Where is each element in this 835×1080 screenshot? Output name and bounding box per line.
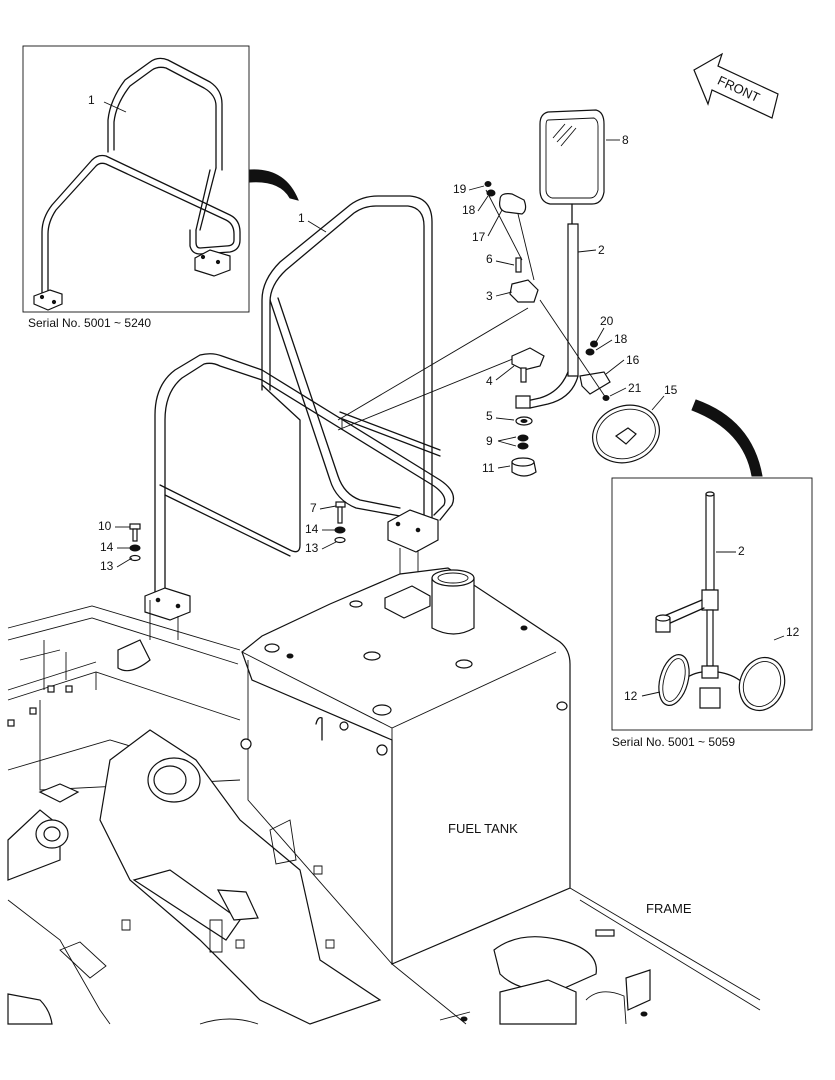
callout-10: 10 xyxy=(98,519,112,533)
frame-label: FRAME xyxy=(646,901,692,916)
callout-16: 16 xyxy=(626,353,640,367)
main-handrail xyxy=(144,195,455,621)
callout-13a: 13 xyxy=(100,559,114,573)
callout-9: 9 xyxy=(486,434,493,448)
callout-14a: 14 xyxy=(100,540,114,554)
callout-1: 1 xyxy=(298,211,305,225)
callout-inset-12b: 12 xyxy=(624,689,638,703)
inset-top-serial: Serial No. 5001 ~ 5240 xyxy=(28,316,151,330)
callout-5: 5 xyxy=(486,409,493,423)
callout-17: 17 xyxy=(472,230,486,244)
inset-top-pointer-arrow xyxy=(249,169,299,201)
leader-1 xyxy=(307,220,327,233)
handrail-bolts xyxy=(129,501,346,562)
callout-18a: 18 xyxy=(462,203,476,217)
front-arrow: FRONT xyxy=(693,52,779,119)
callout-2: 2 xyxy=(598,243,605,257)
callout-inset-12a: 12 xyxy=(786,625,800,639)
callout-inset-1: 1 xyxy=(88,93,95,107)
callout-20: 20 xyxy=(600,314,614,328)
callout-4: 4 xyxy=(486,374,493,388)
callout-19: 19 xyxy=(453,182,467,196)
callout-13b: 13 xyxy=(305,541,319,555)
inset-top-frame xyxy=(22,45,250,313)
inset-bottom-mirror-mount xyxy=(655,491,786,712)
callout-21: 21 xyxy=(628,381,642,395)
callout-6: 6 xyxy=(486,252,493,266)
machine-frame xyxy=(7,605,761,1025)
inset-top-handrail xyxy=(33,57,241,311)
mirror-hardware xyxy=(484,181,660,477)
inset-bottom-pointer-arrow xyxy=(691,399,763,477)
callout-inset-2: 2 xyxy=(738,544,745,558)
callout-7: 7 xyxy=(310,501,317,515)
fuel-tank-label: FUEL TANK xyxy=(448,821,518,836)
callout-8: 8 xyxy=(622,133,629,147)
fuel-tank xyxy=(240,567,571,965)
callout-11: 11 xyxy=(482,461,495,475)
callout-18b: 18 xyxy=(614,332,628,346)
leader-inset-1 xyxy=(103,101,127,113)
callout-15: 15 xyxy=(664,383,678,397)
inset-bottom-frame xyxy=(611,477,813,731)
inset-bottom-serial: Serial No. 5001 ~ 5059 xyxy=(612,735,735,749)
callout-3: 3 xyxy=(486,289,493,303)
mirror-assembly xyxy=(521,109,605,409)
callout-14b: 14 xyxy=(305,522,319,536)
